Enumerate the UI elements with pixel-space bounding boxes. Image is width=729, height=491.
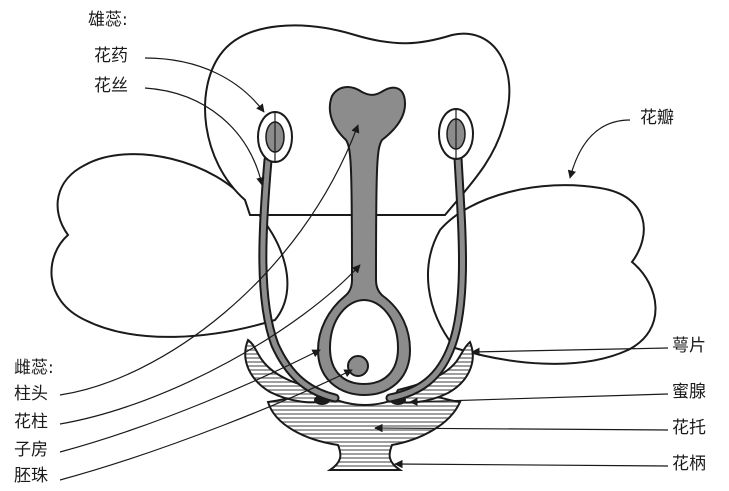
nectary-label: 蜜腺 (672, 384, 706, 401)
pedicel-label: 花柄 (672, 456, 706, 473)
pistil-heading: 雌蕊: (14, 360, 54, 377)
receptacle-label: 花托 (672, 420, 706, 437)
sepal-label: 萼片 (672, 338, 706, 355)
anther-label: 花药 (94, 48, 128, 65)
nectary-pointer (410, 394, 668, 402)
right-anther (439, 109, 473, 159)
ovary-label: 子房 (14, 442, 48, 459)
filament-label: 花丝 (94, 78, 128, 95)
stamen-heading: 雄蕊: (88, 12, 128, 29)
petal-pointer (570, 120, 630, 178)
left-anther (258, 112, 292, 162)
ovule (348, 356, 368, 376)
petal-label: 花瓣 (640, 110, 674, 127)
stigma-label: 柱头 (14, 386, 48, 403)
style-label: 花柱 (14, 414, 48, 431)
receptacle (268, 392, 460, 470)
pedicel-pointer (395, 464, 668, 466)
ovule-label: 胚珠 (14, 468, 48, 485)
